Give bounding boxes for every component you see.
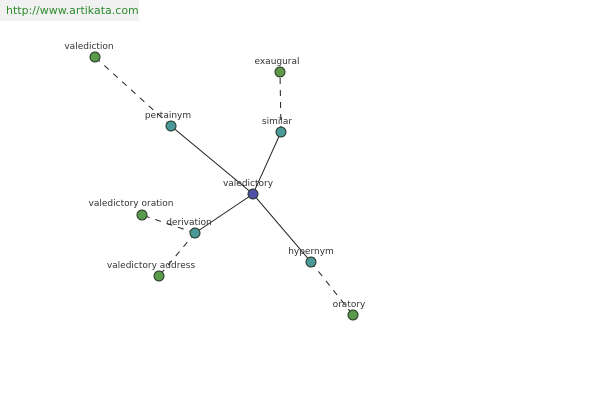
node-pertainym[interactable]: pertainym xyxy=(145,111,191,132)
node-label-similar: similar xyxy=(262,117,292,127)
node-similar[interactable]: similar xyxy=(262,117,292,138)
edge-derivation-to-valedictory-address xyxy=(158,232,196,277)
node-marker-valedictory[interactable] xyxy=(247,188,259,200)
node-marker-exaugural[interactable] xyxy=(274,66,286,78)
node-oratory[interactable]: oratory xyxy=(333,300,366,321)
node-marker-oratory[interactable] xyxy=(347,309,359,321)
node-valedictory-address[interactable]: valedictory address xyxy=(107,261,196,282)
node-marker-hypernym[interactable] xyxy=(305,256,317,268)
edge-valedictory-to-pertainym xyxy=(170,125,254,195)
node-marker-derivation[interactable] xyxy=(189,227,201,239)
node-label-hypernym: hypernym xyxy=(288,247,334,257)
edge-valedictory-to-derivation xyxy=(194,193,254,234)
node-label-pertainym: pertainym xyxy=(145,111,191,121)
graph-nodes: valedictory pertainym similar derivation hyp… xyxy=(64,42,366,321)
node-exaugural[interactable]: exaugural xyxy=(254,57,300,78)
node-valedictory-oration[interactable]: valedictory oration xyxy=(89,199,174,221)
edge-pertainym-to-valediction xyxy=(94,56,172,127)
edge-derivation-to-valedictory-oration xyxy=(141,214,196,234)
site-banner: http://www.artikata.com xyxy=(0,0,139,21)
site-url-link[interactable]: http://www.artikata.com xyxy=(6,4,139,17)
edge-valedictory-to-hypernym xyxy=(252,193,312,263)
node-label-valedictory-oration: valedictory oration xyxy=(89,199,174,209)
node-marker-pertainym[interactable] xyxy=(165,120,177,132)
node-label-valedictory: valedictory xyxy=(223,179,274,189)
node-valediction[interactable]: valediction xyxy=(64,42,114,63)
node-derivation[interactable]: derivation xyxy=(166,218,212,239)
node-hypernym[interactable]: hypernym xyxy=(288,247,334,268)
edge-valedictory-to-similar xyxy=(252,131,282,195)
edge-similar-to-exaugural xyxy=(279,71,282,133)
node-marker-valedictory-address[interactable] xyxy=(153,270,165,282)
node-label-derivation: derivation xyxy=(166,218,212,228)
graph-edges xyxy=(94,56,354,316)
node-label-exaugural: exaugural xyxy=(254,57,299,67)
node-valedictory[interactable]: valedictory xyxy=(223,179,274,200)
node-marker-similar[interactable] xyxy=(275,126,287,138)
node-label-valediction: valediction xyxy=(64,42,113,52)
node-marker-valediction[interactable] xyxy=(89,51,101,63)
node-marker-valedictory-oration[interactable] xyxy=(136,209,148,221)
node-label-oratory: oratory xyxy=(333,300,366,310)
node-label-valedictory-address: valedictory address xyxy=(107,261,196,271)
